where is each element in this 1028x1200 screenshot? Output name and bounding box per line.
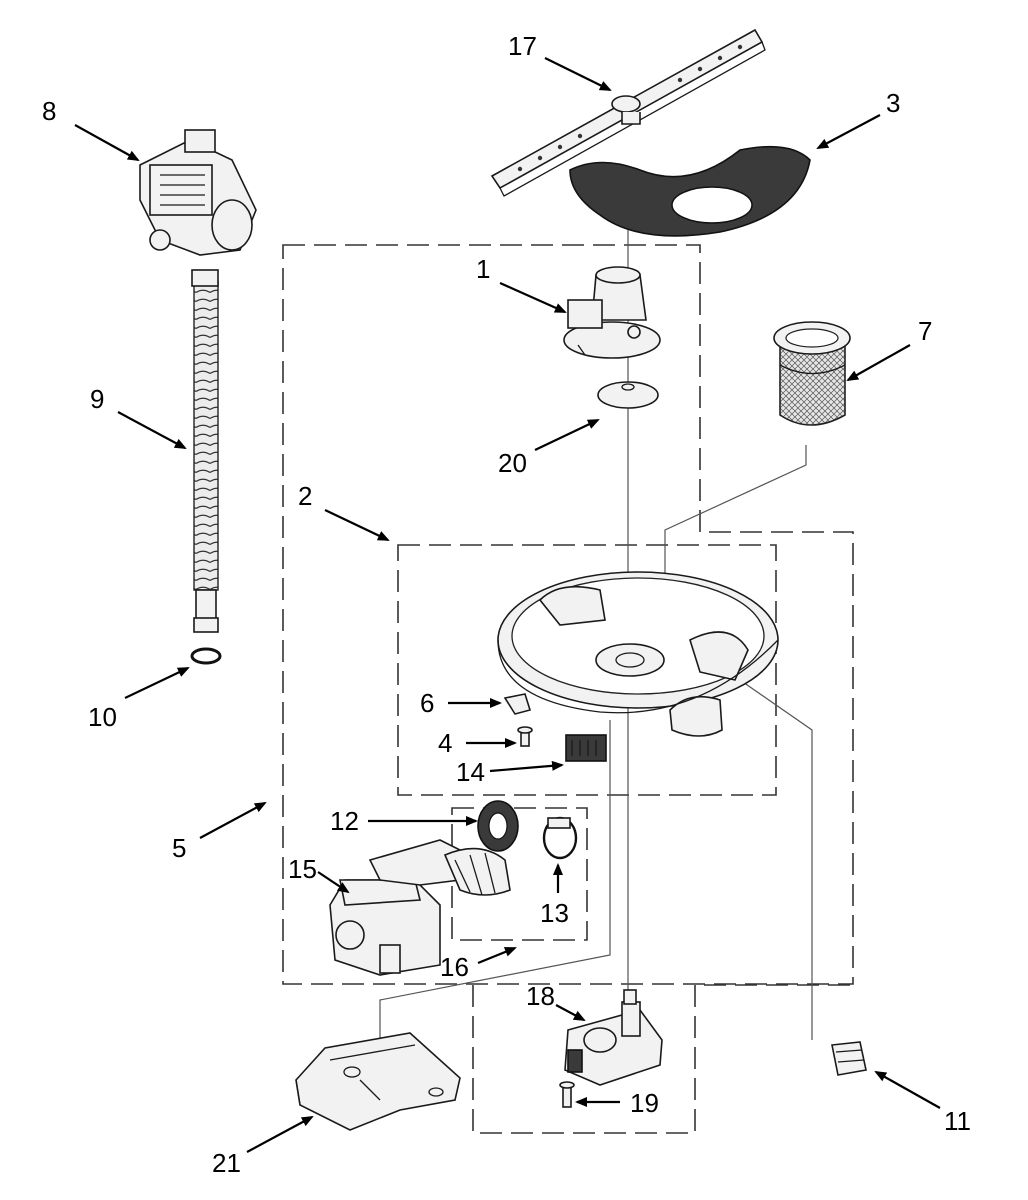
callout-6: 6 — [420, 688, 434, 718]
assembly-frame-2 — [397, 544, 777, 796]
callout-19: 19 — [630, 1088, 659, 1118]
assembly-frame-18 — [472, 984, 853, 1134]
circulation-pump-part-15 — [329, 839, 511, 976]
drain-pump-part-8 — [139, 129, 257, 256]
callout-21: 21 — [212, 1148, 241, 1178]
hose-clamp-part-10 — [190, 647, 222, 665]
callout-3: 3 — [886, 88, 900, 118]
assembly-frame-16 — [451, 807, 588, 941]
filter-basket-part-7 — [773, 321, 851, 426]
callout-labels: 17 3 8 1 7 9 20 2 10 6 4 14 5 12 15 13 1… — [42, 31, 971, 1178]
screw-part-19 — [559, 1081, 575, 1108]
bracket-part-6 — [503, 693, 532, 715]
callout-9: 9 — [90, 384, 104, 414]
callout-arrows — [74, 57, 941, 1153]
callout-10: 10 — [88, 702, 117, 732]
callout-1: 1 — [476, 254, 490, 284]
clamp-part-13 — [542, 816, 578, 860]
sensor-part-14 — [565, 734, 607, 762]
drain-hose-part-9 — [191, 269, 219, 633]
callout-16: 16 — [440, 952, 469, 982]
seal-part-12 — [477, 800, 519, 852]
callout-7: 7 — [918, 316, 932, 346]
diverter-hub-part-1 — [563, 266, 661, 359]
sump-assembly-part-2 — [497, 571, 779, 737]
callout-4: 4 — [438, 728, 452, 758]
callout-11: 11 — [944, 1106, 971, 1136]
callout-2: 2 — [298, 481, 312, 511]
assembly-frame-5 — [282, 244, 854, 985]
spray-arm-part-17 — [490, 28, 766, 197]
callout-15: 15 — [288, 854, 317, 884]
callout-5: 5 — [172, 833, 186, 863]
sensor-part-11 — [831, 1041, 867, 1076]
callout-20: 20 — [498, 448, 527, 478]
screw-part-4 — [517, 726, 533, 747]
callout-12: 12 — [330, 806, 359, 836]
callout-17: 17 — [508, 31, 537, 61]
callout-18: 18 — [526, 981, 555, 1011]
callout-8: 8 — [42, 96, 56, 126]
diverter-motor-part-18 — [564, 989, 663, 1086]
callout-13: 13 — [540, 898, 569, 928]
filter-cover-part-3 — [569, 145, 811, 237]
cover-part-21 — [295, 1032, 461, 1131]
disc-part-20 — [597, 381, 659, 409]
callout-14: 14 — [456, 757, 485, 787]
